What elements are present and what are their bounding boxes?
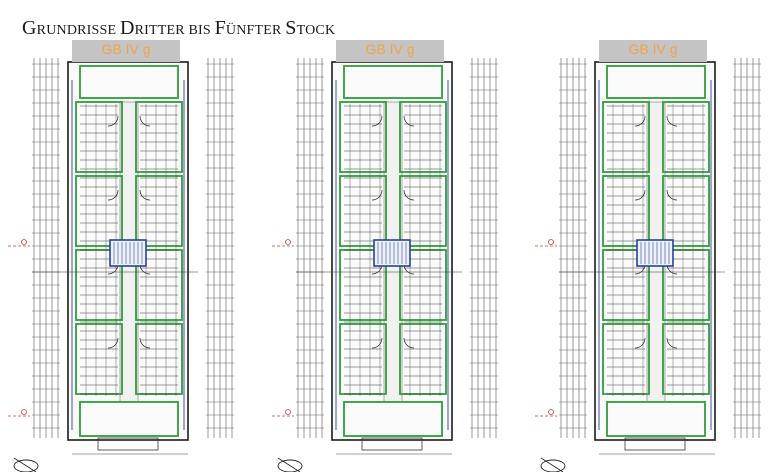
floor-plan-svg [272,58,498,472]
door-swing [666,189,678,201]
section-marker [285,239,291,245]
stair-core [636,239,674,267]
north-arrow-needle [13,457,37,472]
section-marker [21,409,27,415]
north-arrow-icon [13,459,39,472]
door-swing [666,337,678,349]
page-title: GRUNDRISSE DRITTER BIS FÜNFTER STOCK [22,17,336,39]
apartment-unit [343,401,443,437]
north-arrow-icon [540,459,566,472]
apartment-unit [339,175,387,247]
entrance [624,437,686,451]
door-swing [634,189,646,201]
plan-label: GB IV g [599,40,707,62]
floor-plan-svg [8,58,234,472]
apartment-unit [343,65,443,99]
door-swing [666,115,678,127]
door-swing [139,337,151,349]
apartment-unit [606,401,706,437]
apartment-unit [602,175,650,247]
apartment-unit [75,175,123,247]
door-swing [634,115,646,127]
floor-plan-svg [535,58,761,472]
north-arrow-needle [277,457,301,472]
door-swing [107,189,119,201]
stair-core [373,239,411,267]
door-swing [371,115,383,127]
entrance [361,437,423,451]
door-swing [403,115,415,127]
apartment-unit [135,175,183,247]
apartment-unit [339,101,387,173]
door-swing [371,189,383,201]
door-swing [107,337,119,349]
section-marker [548,239,554,245]
section-marker [548,409,554,415]
door-swing [371,337,383,349]
floor-plan-drawing: GB IV g [529,40,770,472]
apartment-unit [399,101,447,173]
entrance [97,437,159,451]
apartment-unit [662,101,710,173]
door-swing [403,189,415,201]
floor-plan-drawing: GB IV g [2,40,252,472]
apartment-unit [79,65,179,99]
apartment-unit [135,101,183,173]
stair-core [109,239,147,267]
section-marker [285,409,291,415]
door-swing [139,189,151,201]
north-arrow-needle [540,457,564,472]
apartment-unit [602,101,650,173]
plan-label: GB IV g [72,40,180,62]
north-arrow-icon [277,459,303,472]
plan-label: GB IV g [336,40,444,62]
apartment-unit [79,401,179,437]
door-swing [107,115,119,127]
apartment-unit [662,175,710,247]
door-swing [139,115,151,127]
apartment-unit [606,65,706,99]
section-marker [21,239,27,245]
apartment-unit [75,101,123,173]
door-swing [634,337,646,349]
door-swing [403,337,415,349]
floor-plan-drawing: GB IV g [266,40,516,472]
apartment-unit [399,175,447,247]
